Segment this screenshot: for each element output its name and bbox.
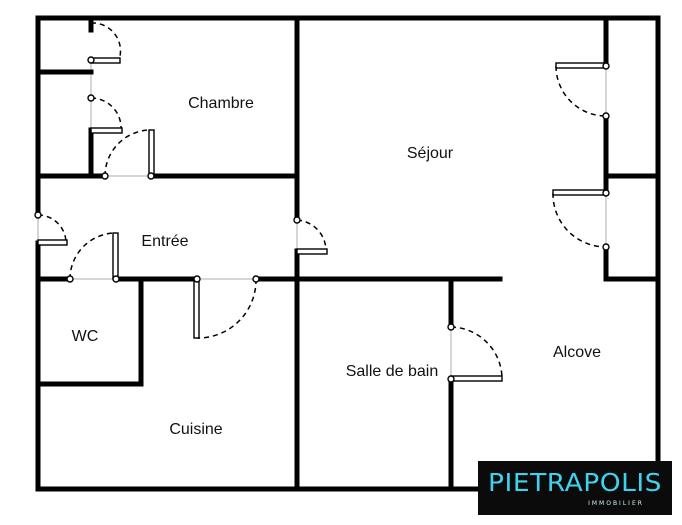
doors xyxy=(34,22,610,383)
logo-background xyxy=(478,461,672,515)
brand-tagline: IMMOBILIER xyxy=(588,500,644,507)
room-label-sejour: Séjour xyxy=(407,145,454,162)
room-label-wc: WC xyxy=(72,328,99,345)
brand-logo: PIETRAPOLIS IMMOBILIER xyxy=(478,461,672,515)
room-label-chambre: Chambre xyxy=(188,95,254,112)
door-openings xyxy=(37,60,607,379)
room-label-entree: Entrée xyxy=(141,233,188,250)
walls xyxy=(35,15,661,492)
room-labels: Chambre Séjour Entrée WC Salle de bain A… xyxy=(72,95,601,438)
room-label-alcove: Alcove xyxy=(553,344,601,361)
room-label-cuisine: Cuisine xyxy=(169,421,222,438)
brand-name: PIETRAPOLIS xyxy=(488,468,662,497)
room-label-salle-de-bain: Salle de bain xyxy=(346,363,439,380)
